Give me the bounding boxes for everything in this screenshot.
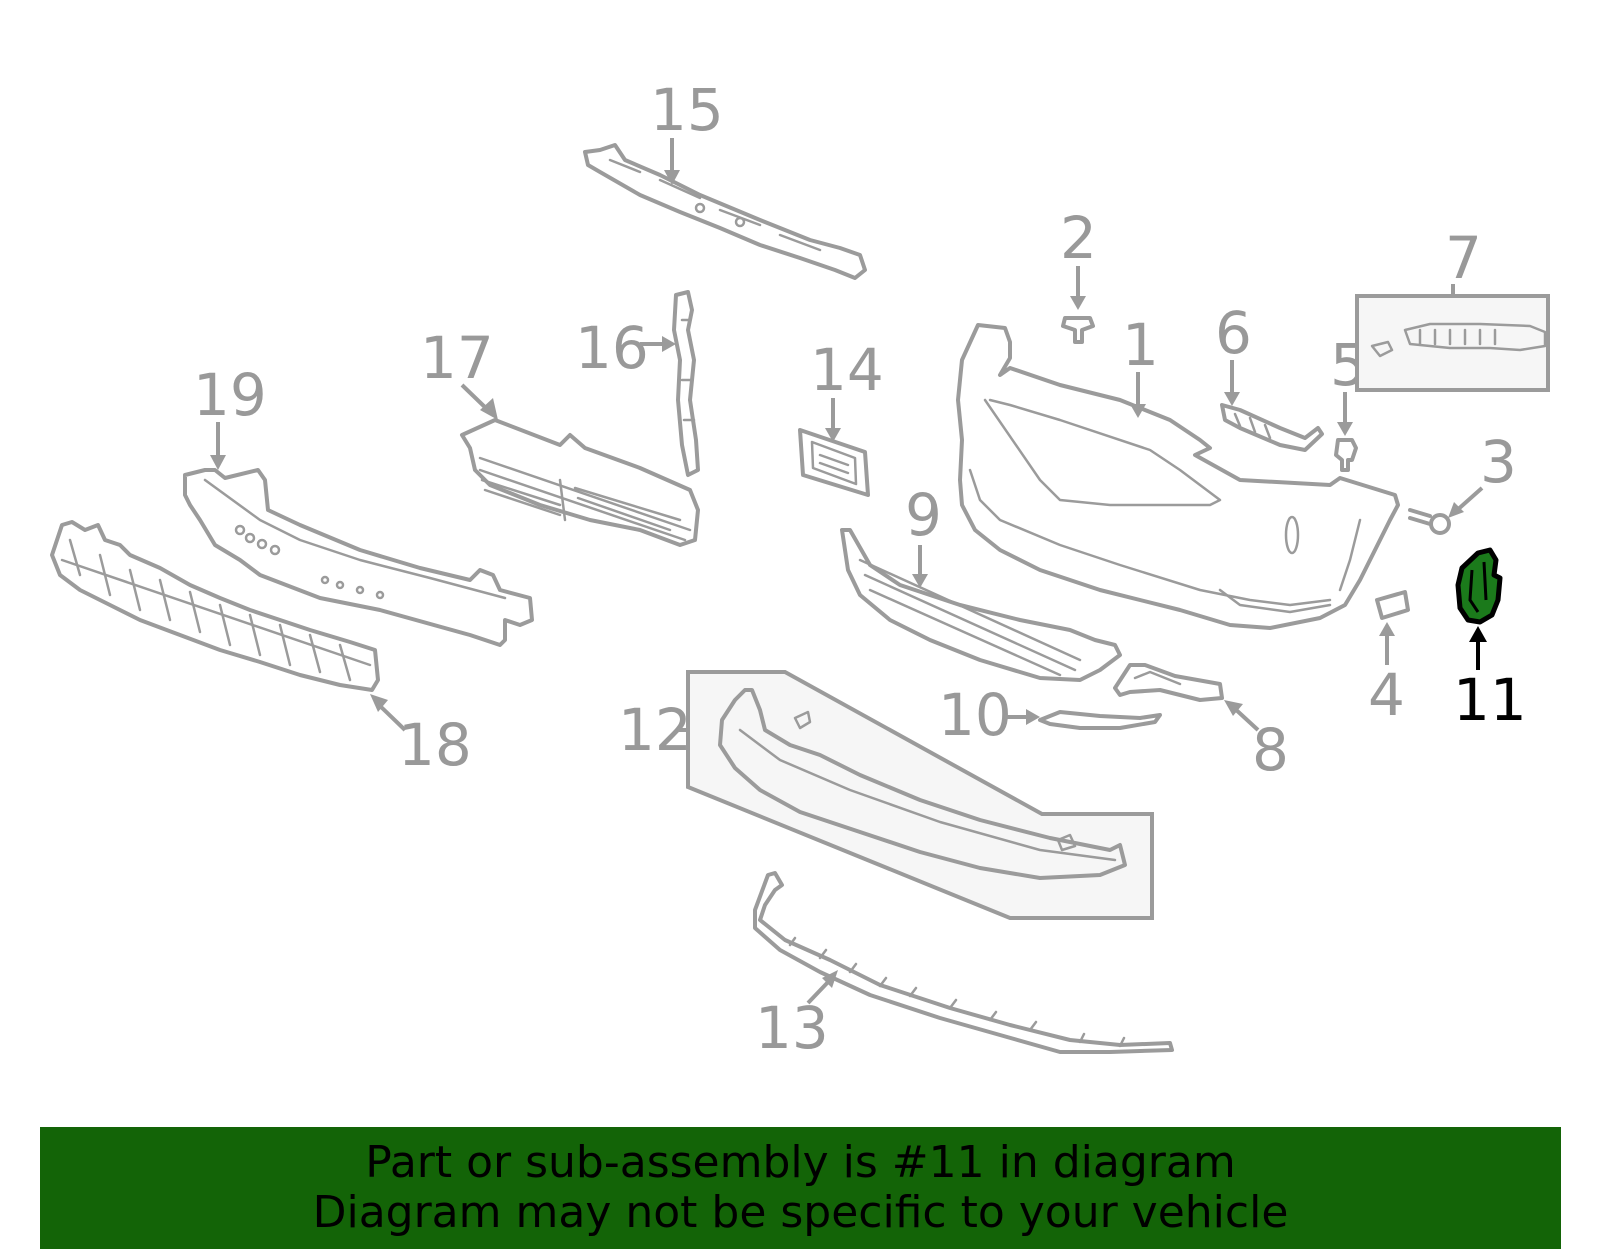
callout-13: 13	[755, 994, 829, 1062]
part-14-license-plate-bracket[interactable]	[798, 428, 870, 497]
callout-2: 2	[1060, 204, 1097, 272]
callout-10: 10	[938, 681, 1012, 749]
part-1-bumper-cover[interactable]	[956, 323, 1400, 630]
part-3-screw[interactable]	[1408, 508, 1451, 535]
callout-15: 15	[650, 76, 724, 144]
callout-11: 11	[1453, 666, 1527, 734]
part-17-air-shutter[interactable]	[460, 418, 700, 547]
callout-1: 1	[1122, 311, 1159, 379]
callout-6: 6	[1215, 299, 1252, 367]
part-18-energy-absorber[interactable]	[50, 520, 380, 692]
callout-9: 9	[905, 481, 942, 549]
callout-19: 19	[193, 361, 267, 429]
leader-18	[376, 702, 407, 732]
part-info-banner: Part or sub-assembly is #11 in diagram D…	[40, 1127, 1561, 1249]
part-9-lower-grille[interactable]	[840, 528, 1122, 682]
banner-disclaimer-line: Diagram may not be specific to your vehi…	[312, 1187, 1289, 1238]
part-8-bracket-lower[interactable]	[1113, 663, 1224, 702]
callout-8: 8	[1252, 716, 1289, 784]
part-16-vertical-brace[interactable]	[672, 290, 700, 477]
part-19-reinforcement-beam[interactable]	[183, 468, 534, 647]
banner-part-line: Part or sub-assembly is #11 in diagram	[365, 1137, 1236, 1188]
callout-17: 17	[420, 324, 494, 392]
part-7-side-bracket-assembly[interactable]	[1355, 294, 1550, 392]
part-13-lower-trim-strip[interactable]	[753, 871, 1174, 1054]
part-10-trim-molding[interactable]	[1038, 710, 1162, 730]
callout-16: 16	[575, 314, 649, 382]
part-15-upper-support[interactable]	[583, 143, 867, 280]
leader-13	[806, 978, 832, 1005]
callout-4: 4	[1368, 661, 1405, 729]
part-4-tow-hook-cover[interactable]	[1375, 590, 1410, 620]
callout-18: 18	[398, 711, 472, 779]
part-11-fog-lamp-bezel-highlighted[interactable]	[1455, 547, 1503, 625]
callout-7: 7	[1445, 224, 1482, 292]
callout-14: 14	[810, 336, 884, 404]
part-12-lower-spoiler-assembly[interactable]	[686, 670, 1154, 920]
part-5-clip[interactable]	[1334, 438, 1358, 472]
part-6-bracket[interactable]	[1220, 403, 1324, 452]
part-2-screw-clip[interactable]	[1061, 316, 1095, 344]
callout-3: 3	[1480, 428, 1517, 496]
